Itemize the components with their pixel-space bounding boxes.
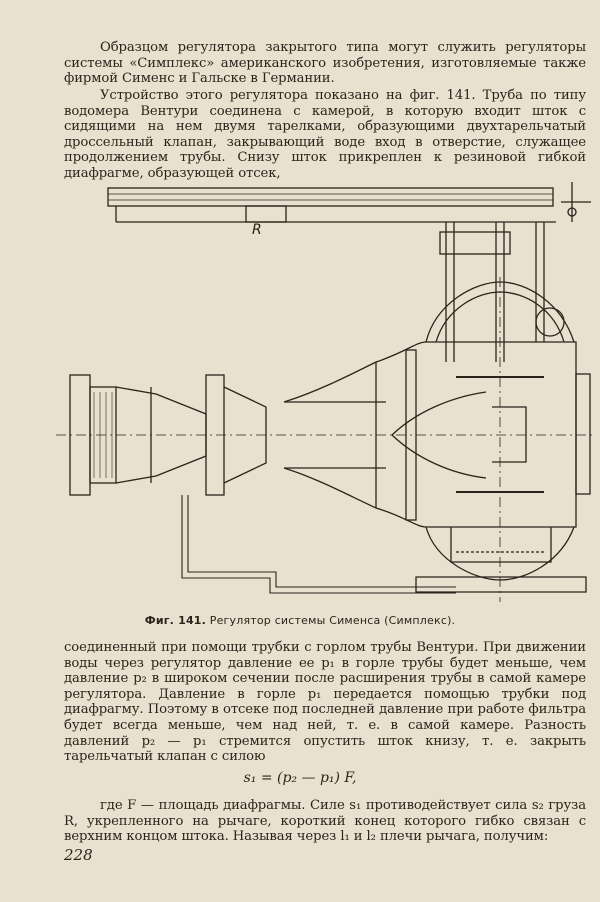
paragraph-description: Устройство этого регулятора показано на … xyxy=(64,88,586,181)
formula: s₁ = (p₂ — p₁) F, xyxy=(243,770,357,786)
label-r: R xyxy=(252,222,262,238)
lever-bar xyxy=(107,187,554,207)
caption-number: Фиг. 141. xyxy=(144,614,207,627)
figure-caption: Фиг. 141. Регулятор системы Сименса (Сим… xyxy=(0,614,600,627)
counterweight-r xyxy=(245,205,287,223)
regulator-figure: R xyxy=(56,182,596,602)
paragraph-intro: Образцом регулятора закрытого типа могут… xyxy=(64,40,586,87)
page-number: 228 xyxy=(64,846,93,864)
paragraph-pressure: соединенный при помощи трубки с горлом т… xyxy=(64,640,586,765)
caption-text: Регулятор системы Сименса (Симплекс). xyxy=(209,614,456,627)
paragraph-force: где F — площадь диафрагмы. Силе s₁ проти… xyxy=(64,798,586,845)
